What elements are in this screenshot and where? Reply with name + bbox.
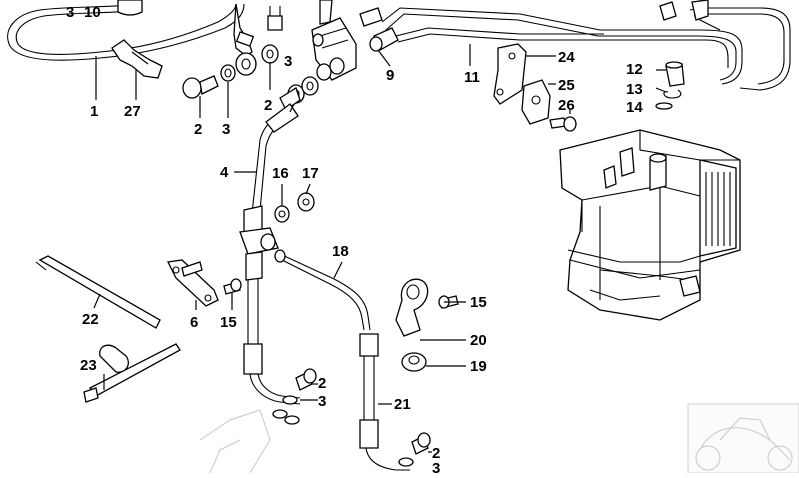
callout-24: 24 bbox=[558, 49, 575, 66]
callout-3-center: 3 bbox=[284, 53, 292, 70]
part-12-sleeve bbox=[665, 61, 685, 87]
callout-23: 23 bbox=[80, 357, 97, 374]
callout-20: 20 bbox=[470, 332, 487, 349]
callout-22: 22 bbox=[82, 311, 99, 328]
callout-18: 18 bbox=[332, 243, 349, 260]
brake-line-18 bbox=[274, 249, 371, 331]
distributor-block bbox=[311, 0, 357, 81]
callout-3-top-left: 3 bbox=[66, 4, 74, 21]
part-25-clamp bbox=[521, 79, 551, 125]
callout-17: 17 bbox=[302, 165, 319, 182]
callout-labels: 3 10 1 27 2 3 2 3 9 11 24 25 26 12 13 14… bbox=[66, 4, 643, 477]
part-27-clip bbox=[111, 39, 163, 79]
part-24-bracket bbox=[493, 43, 527, 105]
part-3-washers-lower-left bbox=[272, 395, 300, 425]
brake-hose-21 bbox=[359, 333, 410, 471]
callout-6: 6 bbox=[190, 314, 198, 331]
part-6-bracket bbox=[167, 259, 219, 307]
part-3-washer-upper bbox=[220, 64, 236, 82]
part-19-grommet bbox=[401, 352, 427, 372]
callout-25: 25 bbox=[558, 77, 575, 94]
part-16-washer bbox=[274, 205, 290, 223]
callout-12: 12 bbox=[626, 61, 643, 78]
callout-27: 27 bbox=[124, 103, 141, 120]
leader-lines bbox=[93, 44, 667, 453]
part-6-stud bbox=[181, 261, 203, 277]
callout-10: 10 bbox=[84, 4, 101, 21]
callout-3-lower-left: 3 bbox=[318, 393, 326, 410]
part-13-clip bbox=[663, 89, 682, 99]
motorcycle-thumbnail bbox=[687, 403, 799, 474]
part-10-fitting bbox=[117, 0, 143, 16]
callout-9: 9 bbox=[386, 67, 394, 84]
part-2-bolt-lower-right bbox=[411, 432, 431, 455]
callout-21: 21 bbox=[394, 396, 411, 413]
callout-13: 13 bbox=[626, 81, 643, 98]
callout-19: 19 bbox=[470, 358, 487, 375]
callout-15-left: 15 bbox=[220, 314, 237, 331]
callout-26: 26 bbox=[558, 97, 575, 114]
part-15-bolt-left bbox=[223, 278, 242, 295]
callout-2-upper: 2 bbox=[194, 121, 202, 138]
abs-modulator bbox=[559, 129, 741, 321]
part-20-holder bbox=[395, 278, 429, 337]
callout-2-lower-left: 2 bbox=[318, 375, 326, 392]
callout-4: 4 bbox=[220, 164, 229, 181]
callout-2-center: 2 bbox=[264, 97, 272, 114]
callout-3-lower-right: 3 bbox=[432, 460, 440, 473]
ghost-caliper bbox=[199, 409, 271, 474]
part-14-ring bbox=[655, 102, 673, 110]
callout-14: 14 bbox=[626, 99, 643, 116]
part-2-bolt-lower-left bbox=[295, 368, 317, 391]
junction-t-piece bbox=[239, 227, 279, 281]
part-9-bolt bbox=[369, 27, 399, 52]
brake-line-1 bbox=[7, 3, 255, 61]
part-26-bolt bbox=[549, 116, 577, 132]
brake-line-11 bbox=[381, 0, 791, 91]
part-2-bolt-upper bbox=[182, 75, 219, 99]
part-22-cable-tie bbox=[35, 255, 161, 329]
callout-11: 11 bbox=[464, 69, 480, 86]
callout-15-right: 15 bbox=[470, 294, 487, 311]
part-23-clip bbox=[83, 343, 181, 403]
callout-16: 16 bbox=[272, 165, 289, 182]
part-17-grommet bbox=[297, 192, 315, 212]
part-3-washers-center bbox=[279, 57, 345, 111]
part-3-washers-lower-right bbox=[398, 457, 414, 467]
callout-2-lower-right: 2 bbox=[432, 445, 440, 462]
callout-1: 1 bbox=[90, 103, 98, 120]
part-banjo-upper bbox=[235, 6, 283, 76]
fitting-top-center bbox=[359, 7, 383, 27]
callout-3-upper: 3 bbox=[222, 121, 230, 138]
